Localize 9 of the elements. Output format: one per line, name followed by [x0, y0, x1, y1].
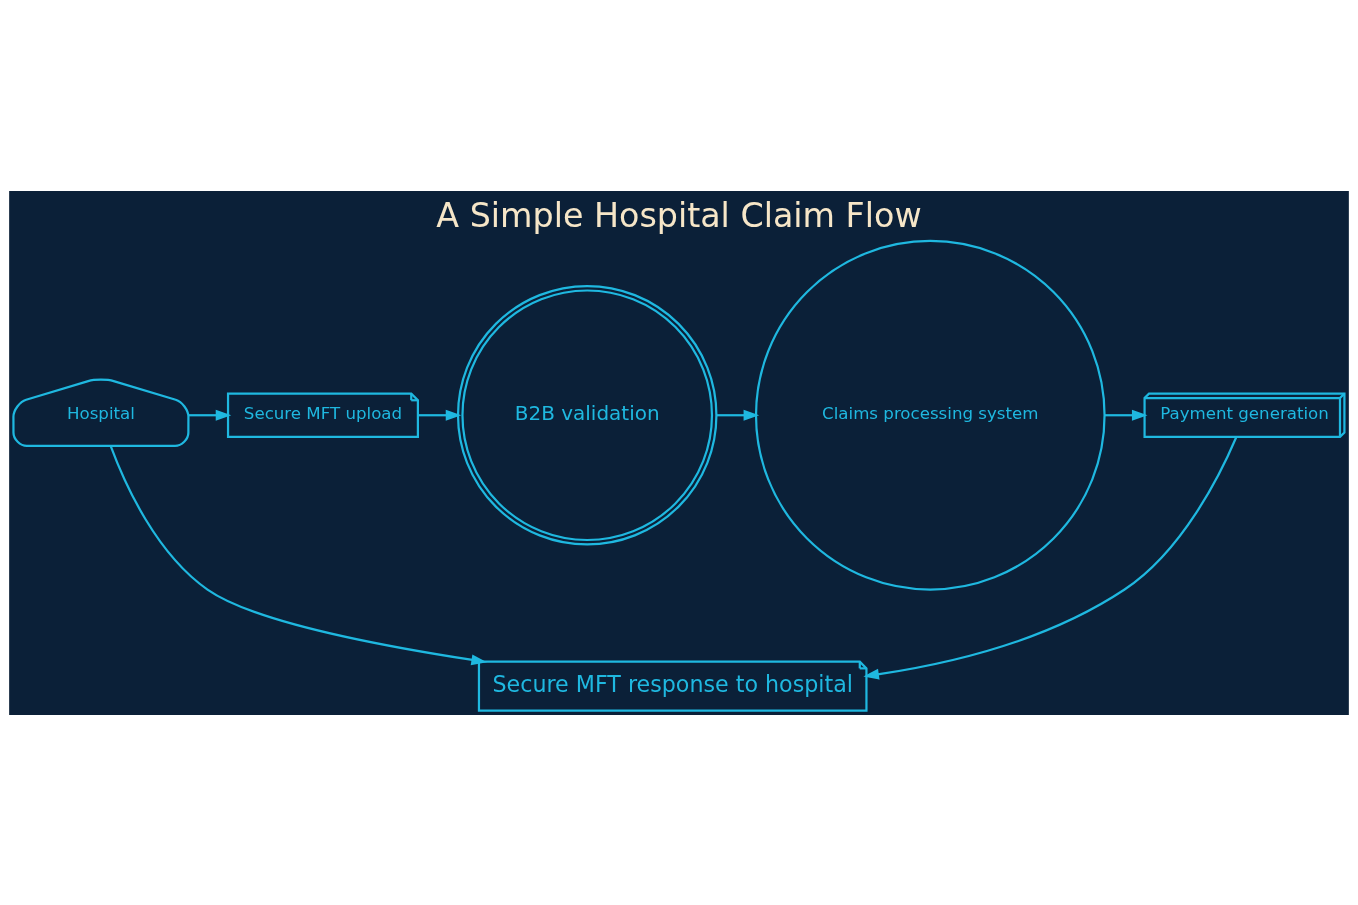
node-circle: B2B validation: [456, 284, 718, 546]
arrow: [109, 445, 487, 665]
arrow: [188, 409, 232, 421]
arrow: [716, 409, 760, 421]
node-circle: Claims processing system: [754, 239, 1106, 591]
diagram-title: A Simple Hospital Claim Flow: [436, 195, 922, 235]
arrow: [863, 436, 1238, 680]
arrow: [1104, 409, 1148, 421]
arrow: [417, 409, 462, 421]
